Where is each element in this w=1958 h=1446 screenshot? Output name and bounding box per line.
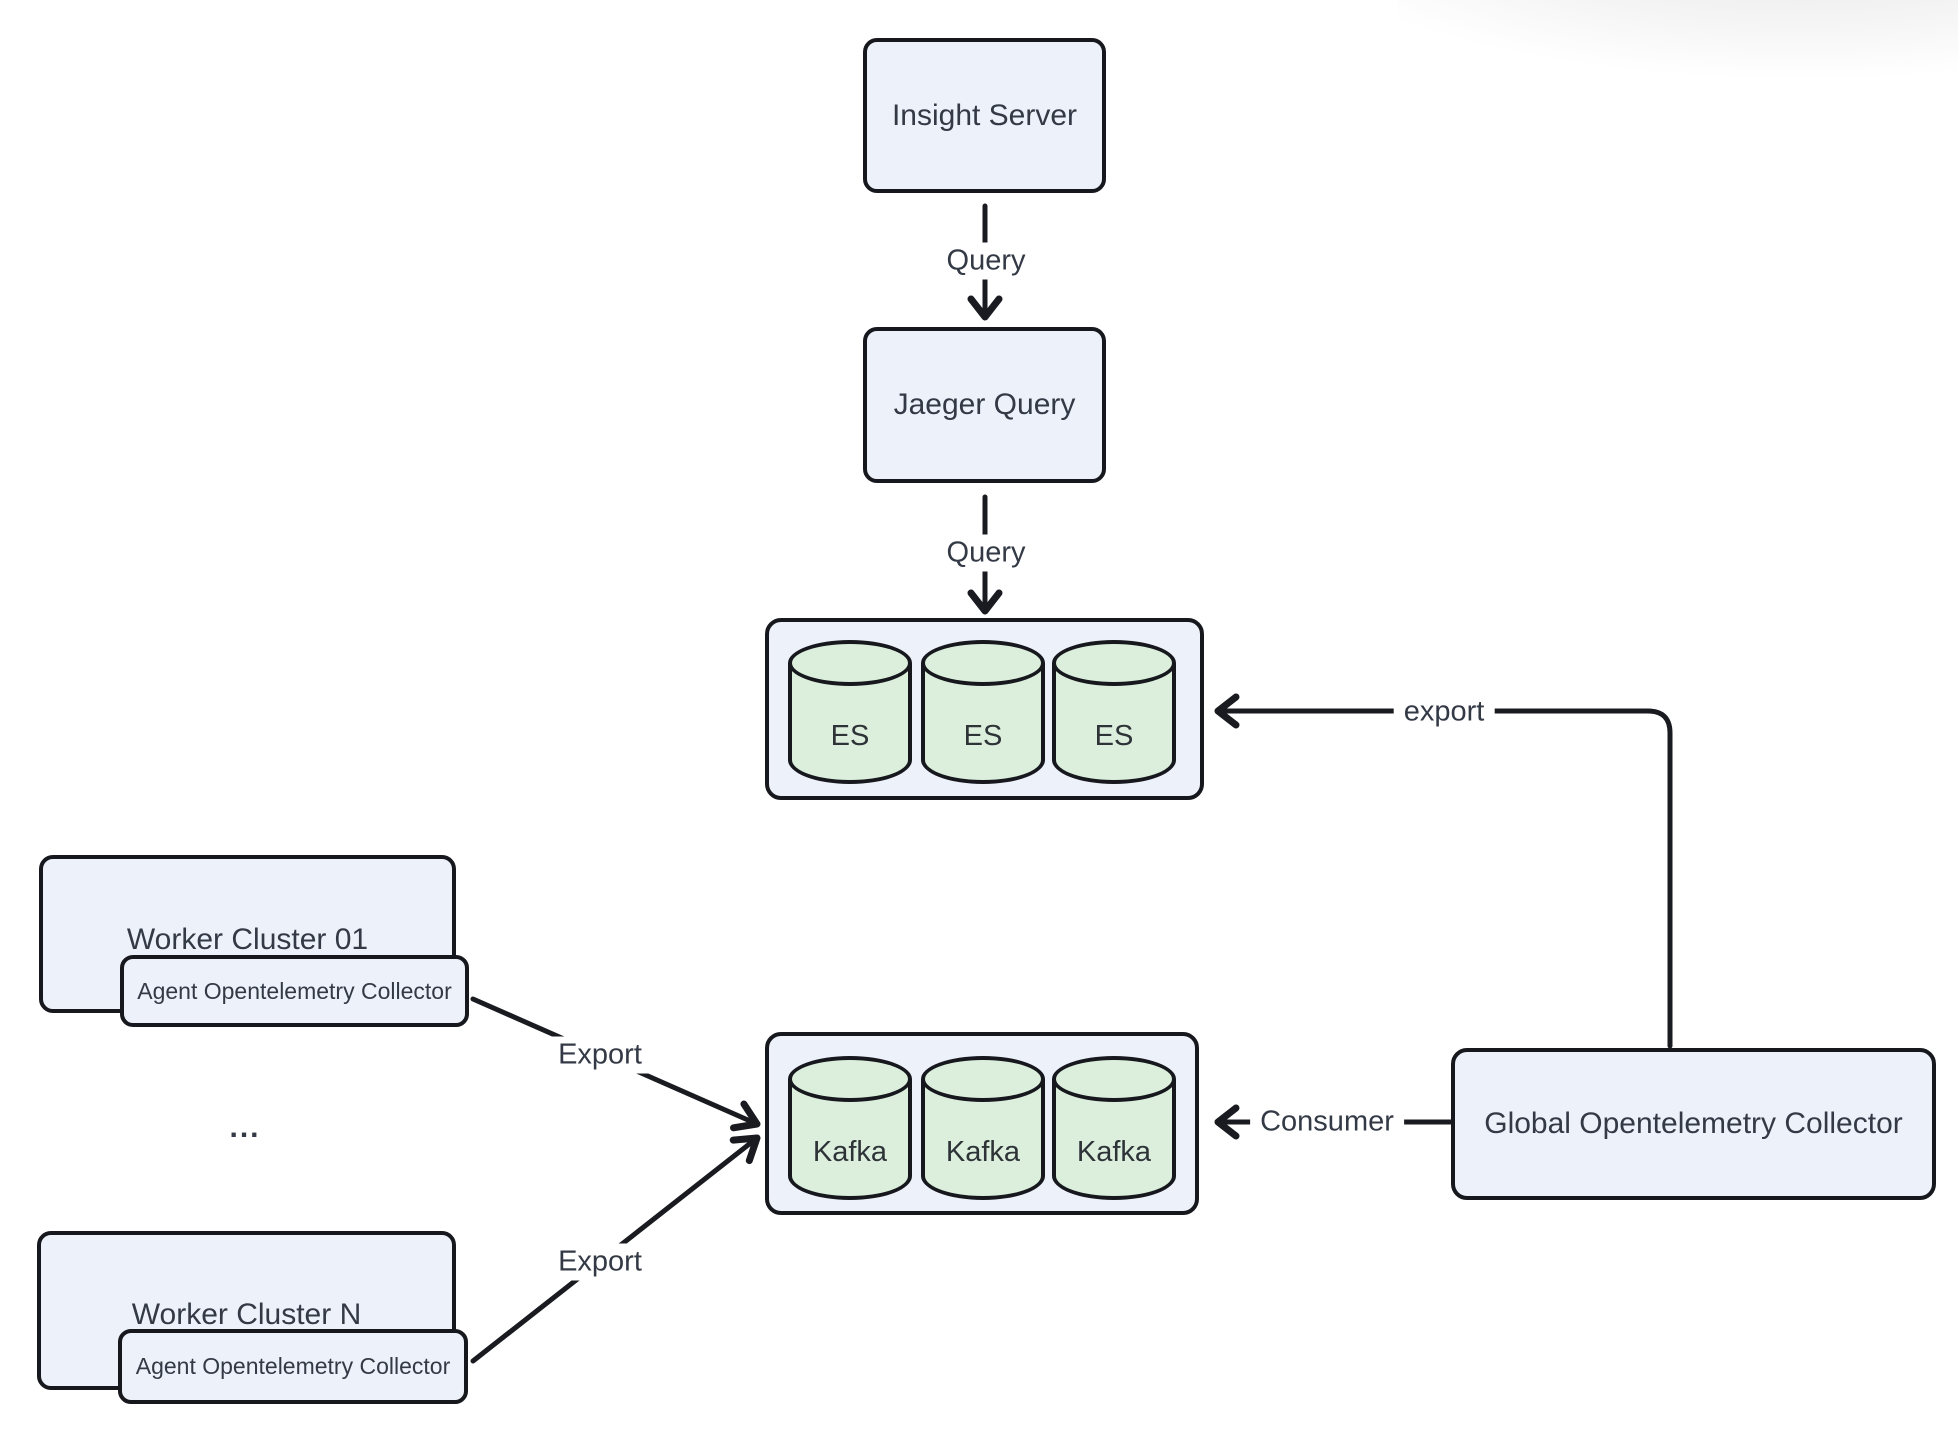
edge-label-query-jaeger-es: Query <box>936 534 1036 572</box>
kafka-cylinder-1-label: Kafka <box>812 1136 888 1168</box>
kafka-cylinder-3-label: Kafka <box>1076 1136 1152 1168</box>
node-jaeger-query-label: Jaeger Query <box>893 388 1076 421</box>
node-agent-collector-01-label: Agent Opentelemetry Collector <box>137 977 452 1004</box>
edge-label-query-insight-jaeger: Query <box>936 242 1036 280</box>
es-cylinder-1: ES <box>788 640 912 784</box>
node-global-opentelemetry-collector: Global Opentelemetry Collector <box>1451 1048 1936 1200</box>
kafka-cylinder-1: Kafka <box>788 1056 912 1200</box>
node-jaeger-query: Jaeger Query <box>863 327 1106 483</box>
node-global-collector-label: Global Opentelemetry Collector <box>1484 1107 1903 1140</box>
node-insight-server: Insight Server <box>863 38 1106 193</box>
arrowhead-wc01-kafka <box>730 1100 761 1132</box>
edge-label-consumer-global-kafka: Consumer <box>1250 1103 1404 1141</box>
arrowhead-down-jaeger <box>967 295 1003 321</box>
edge-label-export-wc01-kafka: Export <box>548 1036 652 1074</box>
es-cylinder-3-label: ES <box>1094 720 1134 752</box>
node-worker-cluster-n-label: Worker Cluster N <box>131 1298 362 1331</box>
kafka-cylinder-2: Kafka <box>921 1056 1045 1200</box>
arrowhead-wcn-kafka <box>729 1134 761 1165</box>
arrowhead-down-es <box>967 589 1003 615</box>
database-cylinder-icon <box>921 640 1045 686</box>
node-agent-collector-n: Agent Opentelemetry Collector <box>118 1329 468 1404</box>
node-insight-server-label: Insight Server <box>891 98 1078 132</box>
edge-label-export-global-es: export <box>1393 693 1495 731</box>
es-cylinder-1-label: ES <box>830 720 870 752</box>
database-cylinder-icon <box>788 1056 912 1102</box>
es-cylinder-2: ES <box>921 640 1045 784</box>
kafka-cylinder-2-label: Kafka <box>945 1136 1021 1168</box>
arrowhead-left-es <box>1214 693 1240 729</box>
edge-label-export-wcn-kafka: Export <box>548 1243 652 1281</box>
node-worker-cluster-01-label: Worker Cluster 01 <box>126 923 369 956</box>
node-agent-collector-01: Agent Opentelemetry Collector <box>120 955 469 1027</box>
es-cylinder-3: ES <box>1052 640 1176 784</box>
arrowhead-left-kafka <box>1214 1104 1240 1140</box>
kafka-cylinder-3: Kafka <box>1052 1056 1176 1200</box>
edge-export-global-es <box>1215 708 1673 1049</box>
database-cylinder-icon <box>788 640 912 686</box>
node-agent-collector-n-label: Agent Opentelemetry Collector <box>135 1353 451 1379</box>
database-cylinder-icon <box>1052 1056 1176 1102</box>
database-cylinder-icon <box>921 1056 1045 1102</box>
es-cylinder-2-label: ES <box>963 720 1003 752</box>
worker-clusters-ellipsis: ... <box>229 1111 261 1144</box>
database-cylinder-icon <box>1052 640 1176 686</box>
